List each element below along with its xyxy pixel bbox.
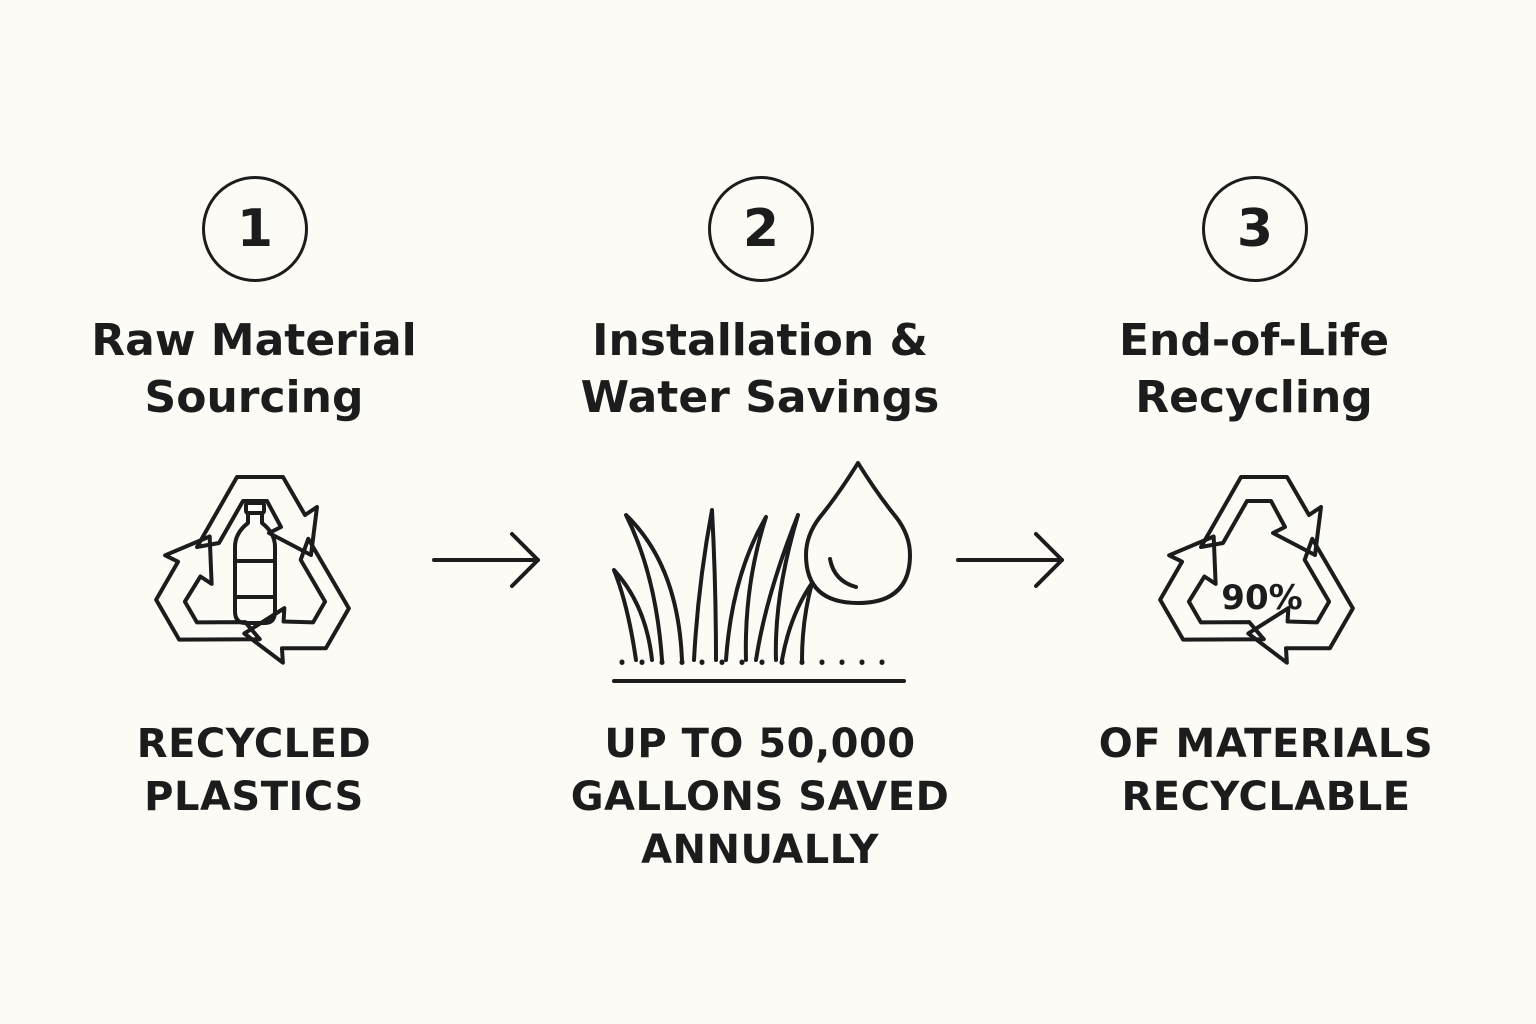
- step-title-line: Water Savings: [580, 372, 940, 423]
- bottle-icon: [233, 501, 277, 625]
- step-number-badge: 1: [202, 176, 308, 282]
- right-arrow-icon: [956, 532, 1064, 588]
- step-caption-line: RECYCLABLE: [1121, 774, 1411, 820]
- step-caption-line: UP TO 50,000: [604, 721, 916, 767]
- step-title: End-of-Life Recycling: [1044, 312, 1464, 426]
- percent-label: 90%: [1221, 578, 1302, 618]
- step-raw-material: 1 Raw Material Sourcing: [44, 0, 464, 1024]
- step-title-line: Sourcing: [144, 372, 364, 423]
- step-caption: RECYCLED PLASTICS: [44, 718, 464, 824]
- step-title-line: Installation &: [592, 315, 928, 366]
- step-title-line: Raw Material: [91, 315, 417, 366]
- right-arrow-icon: [432, 532, 540, 588]
- step-caption: OF MATERIALS RECYCLABLE: [1056, 718, 1476, 824]
- step-caption-line: ANNUALLY: [641, 827, 879, 873]
- step-installation: 2 Installation & Water Savings: [550, 0, 970, 1024]
- recycle-percent-icon: 90%: [1158, 475, 1355, 665]
- grass-blades: [612, 508, 814, 662]
- recycle-bottle-icon: [154, 475, 351, 665]
- step-title-line: End-of-Life: [1118, 315, 1390, 366]
- step-title: Installation & Water Savings: [550, 312, 970, 426]
- grass-water-drop-icon: [612, 461, 912, 683]
- step-caption-line: RECYCLED: [136, 721, 372, 767]
- step-caption-line: GALLONS SAVED: [570, 774, 950, 820]
- step-number-badge: 3: [1202, 176, 1308, 282]
- water-drop-icon: [804, 461, 912, 605]
- step-caption: UP TO 50,000 GALLONS SAVED ANNUALLY: [550, 718, 970, 877]
- soil-dots: [619, 659, 885, 665]
- step-title: Raw Material Sourcing: [44, 312, 464, 426]
- step-caption-line: OF MATERIALS: [1098, 721, 1434, 767]
- step-caption-line: PLASTICS: [144, 774, 364, 820]
- step-end-of-life: 3 End-of-Life Recycling 90% OF MATERIALS…: [1044, 0, 1464, 1024]
- step-number-badge: 2: [708, 176, 814, 282]
- step-title-line: Recycling: [1135, 372, 1373, 423]
